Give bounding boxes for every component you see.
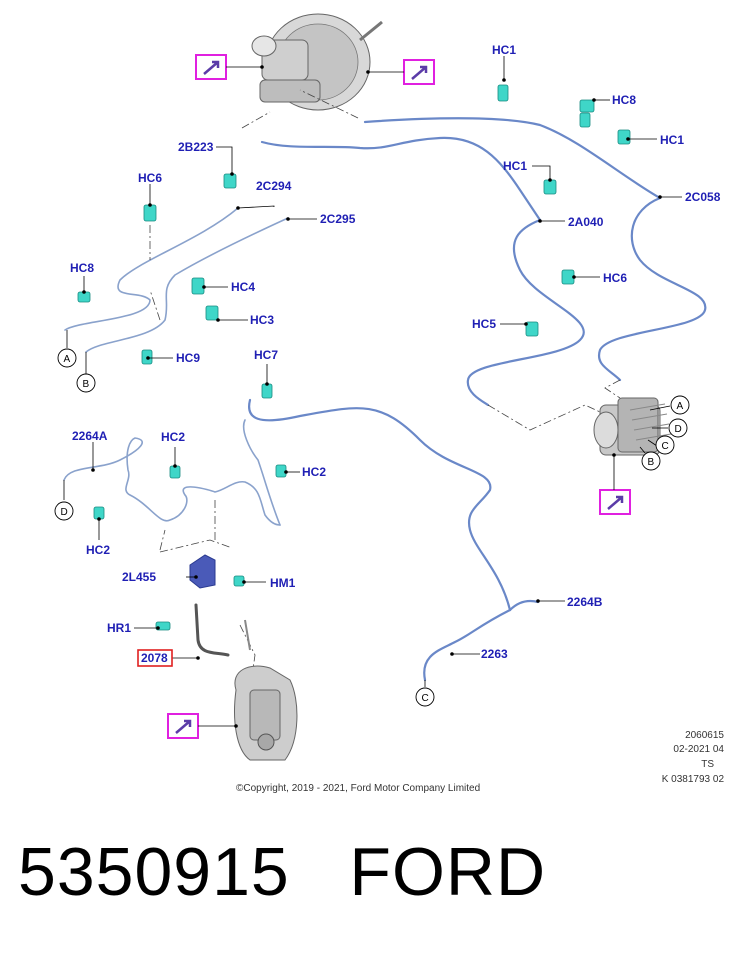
brake-caliper bbox=[234, 619, 298, 761]
ref-line-2: 02-2021 04 bbox=[673, 744, 724, 755]
label-2264b: 2264B bbox=[567, 595, 603, 609]
label-hc6-right: HC6 bbox=[603, 271, 627, 285]
highlight-frame-booster-left bbox=[195, 54, 262, 80]
ref-line-3: TS bbox=[701, 759, 714, 770]
label-hm1: HM1 bbox=[270, 576, 296, 590]
label-2c058: 2C058 bbox=[685, 190, 721, 204]
label-2c294: 2C294 bbox=[256, 179, 292, 193]
highlight-frame-abs bbox=[599, 455, 631, 515]
label-hc1-top: HC1 bbox=[492, 43, 516, 57]
connector-c-right: C bbox=[662, 441, 669, 452]
label-hc6-left: HC6 bbox=[138, 171, 162, 185]
label-2b223: 2B223 bbox=[178, 140, 214, 154]
ref-line-4: K 0381793 02 bbox=[661, 774, 724, 785]
connector-circles bbox=[54, 348, 690, 707]
label-hc8-top: HC8 bbox=[612, 93, 636, 107]
part-number: 5350915 bbox=[18, 834, 290, 910]
abs-module bbox=[593, 397, 672, 456]
highlight-frame-caliper bbox=[167, 713, 236, 739]
label-2l455: 2L455 bbox=[122, 570, 156, 584]
label-2078: 2078 bbox=[141, 651, 168, 665]
connector-b-left: B bbox=[83, 379, 90, 390]
copyright-text: ©Copyright, 2019 - 2021, Ford Motor Comp… bbox=[236, 783, 481, 794]
bracket-2l455 bbox=[189, 554, 216, 589]
part-caption: 5350915 FORD bbox=[18, 838, 546, 906]
brake-pipes bbox=[63, 117, 707, 682]
ref-line-1: 2060615 bbox=[685, 730, 724, 741]
connector-d-left: D bbox=[61, 507, 68, 518]
part-2078-box bbox=[137, 649, 173, 667]
leader-lines bbox=[63, 56, 682, 687]
label-hc1-mid: HC1 bbox=[503, 159, 527, 173]
label-hc2-top: HC2 bbox=[161, 430, 185, 444]
label-hr1: HR1 bbox=[107, 621, 131, 635]
label-2c295: 2C295 bbox=[320, 212, 356, 226]
label-hc3: HC3 bbox=[250, 313, 274, 327]
part-labels: HC1 HC8 HC1 HC1 2C058 2A040 HC6 HC5 2B22… bbox=[70, 43, 721, 667]
label-2a040: 2A040 bbox=[568, 215, 604, 229]
label-hc5: HC5 bbox=[472, 317, 496, 331]
label-hc2-bottom: HC2 bbox=[86, 543, 110, 557]
connector-c-bottom: C bbox=[422, 693, 429, 704]
label-hc2-right: HC2 bbox=[302, 465, 326, 479]
label-2264a: 2264A bbox=[72, 429, 108, 443]
brand-name: FORD bbox=[349, 834, 547, 910]
label-hc9: HC9 bbox=[176, 351, 200, 365]
connector-a-right: A bbox=[677, 401, 684, 412]
brake-line-diagram: HC1 HC8 HC1 HC1 2C058 2A040 HC6 HC5 2B22… bbox=[54, 13, 721, 761]
label-2263: 2263 bbox=[481, 647, 508, 661]
label-hc7: HC7 bbox=[254, 348, 278, 362]
highlight-frame-booster-right bbox=[368, 59, 435, 85]
connector-a-left: A bbox=[64, 354, 71, 365]
label-hc4: HC4 bbox=[231, 280, 255, 294]
connector-b-right: B bbox=[648, 457, 655, 468]
label-hc1-right: HC1 bbox=[660, 133, 684, 147]
brake-booster bbox=[251, 13, 383, 111]
connector-d-right: D bbox=[675, 424, 682, 435]
label-hc8-left: HC8 bbox=[70, 261, 94, 275]
leader-dots bbox=[82, 65, 662, 728]
reference-lines bbox=[149, 89, 621, 691]
connector-labels: A B D C A D C B bbox=[61, 354, 684, 704]
